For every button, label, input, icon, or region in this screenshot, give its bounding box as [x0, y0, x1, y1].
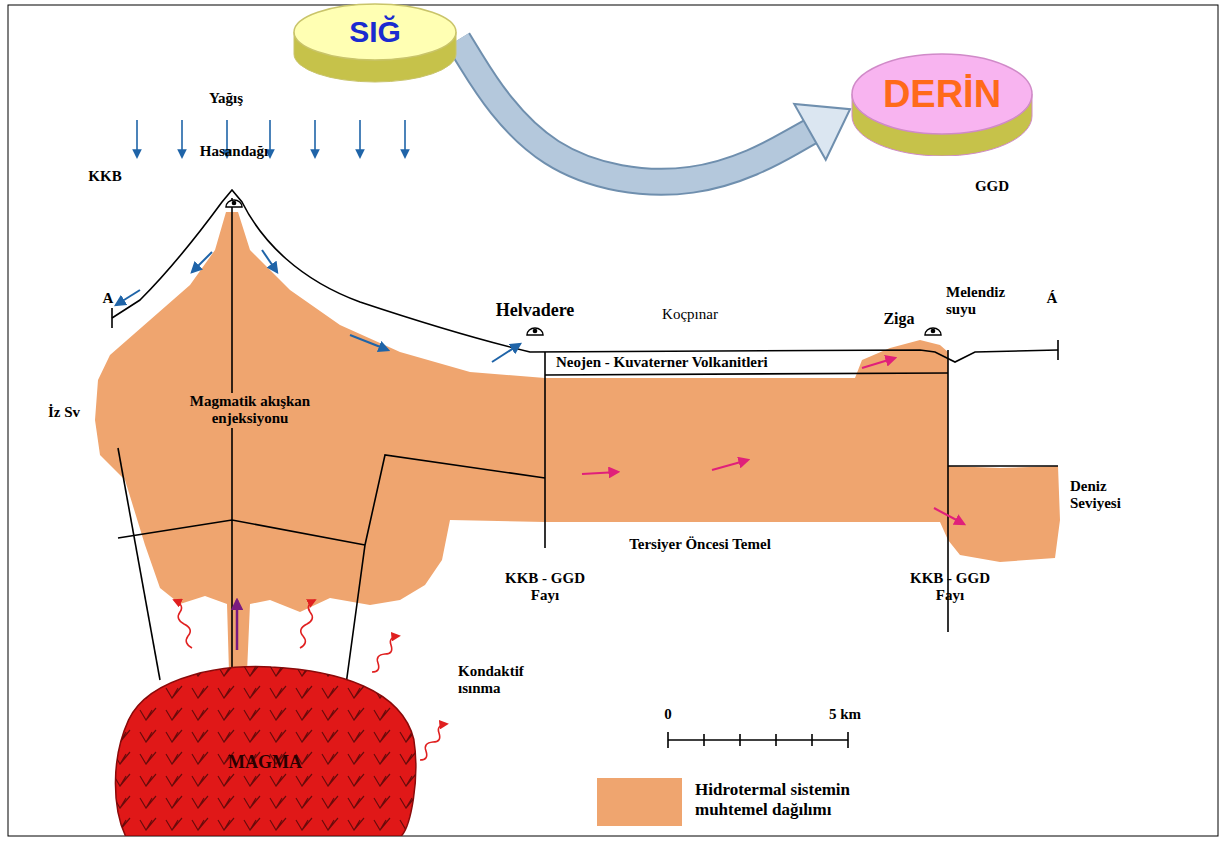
- arrow-body: [458, 40, 810, 182]
- node-label: DERİN: [883, 73, 1001, 116]
- map-label: 5 km: [829, 706, 861, 723]
- rain-arrows: [137, 120, 405, 157]
- frame: [8, 5, 1218, 836]
- magma-body: MAGMA: [110, 660, 420, 836]
- map-label: KKB - GGD Fayı: [498, 570, 593, 605]
- legend-text: Hidrotermal sistemin muhtemel dağılımı: [695, 780, 875, 821]
- magma-hatch: [115, 666, 415, 836]
- node-label: SIĞ: [349, 15, 401, 49]
- disc-top: [294, 4, 456, 60]
- legend-swatch: [597, 778, 682, 826]
- map-label: Ziga: [883, 310, 914, 328]
- map-label: Tersiyer Öncesi Temel: [629, 536, 771, 553]
- magma-fill: [115, 666, 415, 836]
- map-label: Hasandağı: [200, 143, 268, 160]
- outflow-arrows: [582, 358, 964, 524]
- map-label: Helvadere: [496, 300, 575, 321]
- geology-lines: [112, 190, 1058, 692]
- map-label: Melendiz suyu: [946, 284, 1018, 319]
- deep-disc: DERİN: [850, 52, 1034, 156]
- shallow-disc: SIĞ: [292, 2, 458, 86]
- arrow-head: [794, 104, 850, 160]
- arrow-outline: [458, 40, 810, 182]
- map-label: Deniz Seviyesi: [1070, 478, 1146, 513]
- hydrothermal-area: [95, 212, 1060, 672]
- curved-arrow: [458, 40, 850, 182]
- magma-body-shape: [110, 660, 420, 836]
- map-label: GGD: [975, 178, 1009, 195]
- map-label: Á: [1047, 290, 1058, 307]
- map-label: KKB - GGD Fayı: [903, 570, 998, 605]
- disc-top: [852, 54, 1032, 134]
- magma-injection-arrow: [236, 600, 239, 650]
- map-label: İz Sv: [48, 404, 80, 421]
- node-label: MAGMA: [228, 752, 302, 773]
- scale-bar: [668, 732, 848, 748]
- map-label: Kondaktif ısınma: [458, 663, 540, 698]
- map-label: Neojen - Kuvaterner Volkanitleri: [556, 354, 768, 371]
- recharge-arrows: [116, 250, 520, 362]
- map-label: Yağış: [209, 90, 243, 107]
- map-label: A: [103, 290, 114, 307]
- map-label: Koçpınar: [662, 306, 718, 323]
- spring-symbols: [226, 200, 941, 335]
- map-label: 0: [664, 706, 672, 723]
- map-label: Magmatik akışkan enjeksiyonu: [170, 393, 330, 428]
- map-label: KKB: [88, 168, 121, 185]
